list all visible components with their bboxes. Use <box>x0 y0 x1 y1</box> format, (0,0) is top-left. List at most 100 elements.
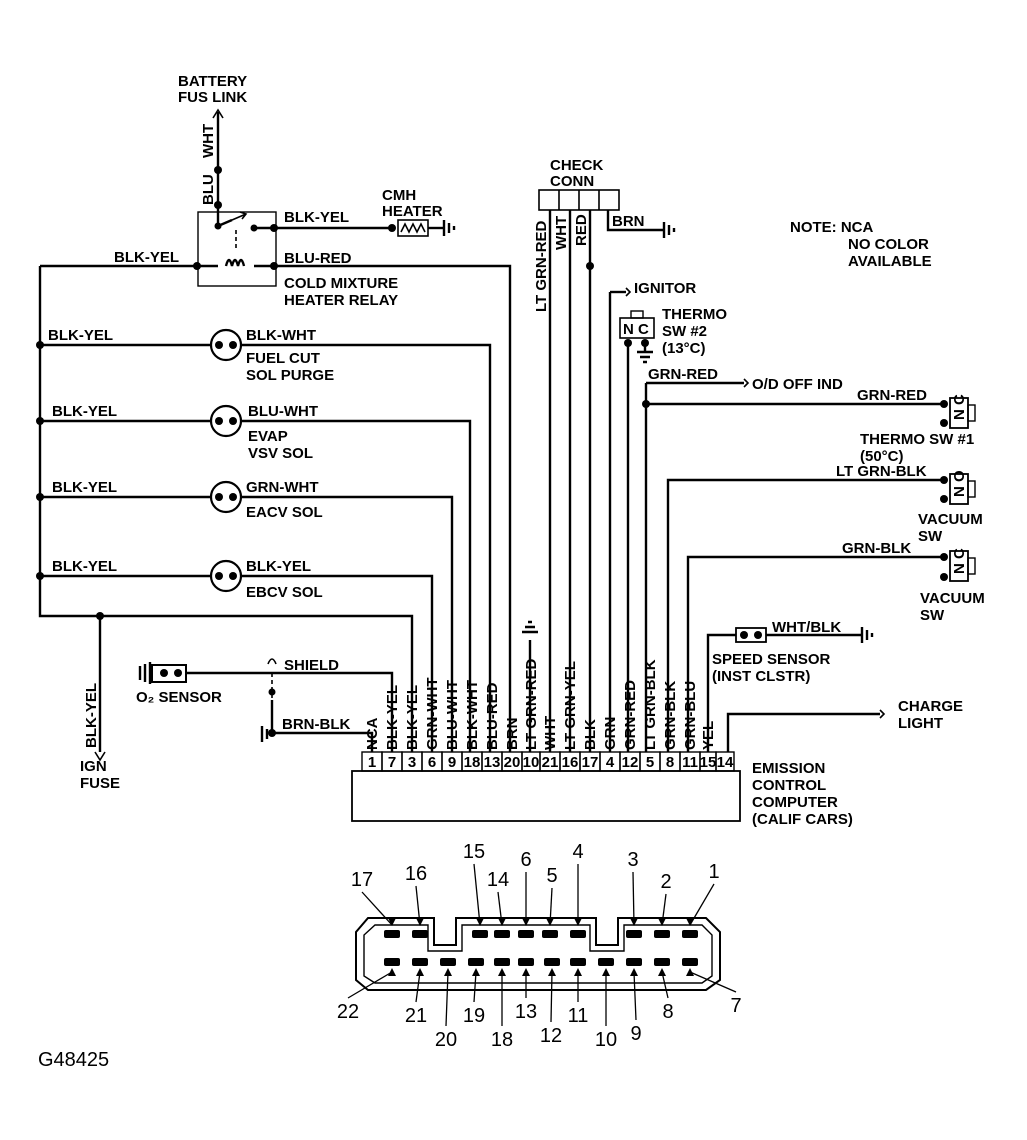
ecu-pin-number: 20 <box>504 754 521 771</box>
ecu-pin-number: 4 <box>606 754 615 771</box>
vacuum-sw-2: GRN-BLK N C VACUUM SW <box>686 540 985 752</box>
o2-sensor-icon <box>138 662 152 684</box>
solenoid-eacv: BLK-YEL GRN-WHT EACV SOL <box>36 479 454 752</box>
blk-yel-bus: BLK-YEL BLK-YEL IGN FUSE <box>38 249 414 792</box>
connector-top-pin-label: 5 <box>546 865 557 887</box>
ign-fuse-label-2: FUSE <box>80 775 120 792</box>
connector-top-pin-label: 6 <box>520 849 531 871</box>
connector-top-pin <box>682 930 698 938</box>
ecu-pin-number: 1 <box>368 754 376 771</box>
ecu-pin-number: 16 <box>562 754 579 771</box>
brn-blk-label: BRN-BLK <box>282 716 350 733</box>
connector-bottom-pin-label: 19 <box>463 1005 485 1027</box>
shield-label: SHIELD <box>284 657 339 674</box>
connector-top-callout-line <box>473 863 481 926</box>
o2-sensor: SHIELD O₂ SENSOR BRN-BLK <box>136 657 394 752</box>
ecu-pin-row: 1NCA7BLK-YEL3BLK-YEL6GRN-WHT9BLU-WHT18BL… <box>361 658 735 772</box>
lt-grn-red-ground-icon <box>522 620 538 634</box>
connector-bottom-callout-arrow <box>498 968 506 976</box>
connector-bottom-pin <box>682 958 698 966</box>
ecu-pin-wire-label: GRN-WHT <box>424 678 441 750</box>
check-conn-label-2: CONN <box>550 173 594 190</box>
solenoid-wire-label: GRN-WHT <box>246 479 318 496</box>
connector-bottom-pin-label: 11 <box>568 1005 589 1027</box>
ecu-pin-number: 10 <box>523 754 540 771</box>
charge-label-1: CHARGE <box>898 698 963 715</box>
ecu-pin-number: 6 <box>428 754 436 771</box>
ecu-pin-wire-label: LT GRN-BLK <box>642 659 659 750</box>
solenoid-name-1: EVAP <box>248 428 288 445</box>
figure-id: G48425 <box>38 1049 109 1071</box>
speed-label-1: SPEED SENSOR <box>712 651 831 668</box>
connector-bottom-callout-line <box>633 971 637 1021</box>
thermo2-label-3: (13°C) <box>662 340 706 357</box>
note-line-1: NOTE: NCA <box>790 219 873 236</box>
connector-bottom-pin-label: 18 <box>491 1029 513 1051</box>
cmh-heater-label-2: HEATER <box>382 203 443 220</box>
ecu-pin-number: 14 <box>717 754 734 771</box>
solenoid-wire-label: BLK-YEL <box>246 558 311 575</box>
battery-label-2: FUS LINK <box>178 89 247 106</box>
check-conn-label-1: CHECK <box>550 157 604 174</box>
solenoid-wire-label: BLK-WHT <box>246 327 316 344</box>
ecu-pin-wire-label: GRN-BLK <box>662 681 679 750</box>
ecu-pin-wire-label: LT GRN-YEL <box>562 661 579 750</box>
connector-top-pin <box>472 930 488 938</box>
wht-blk-label: WHT/BLK <box>772 619 841 636</box>
relay-box <box>197 211 277 287</box>
check-connector: CHECK CONN BRN LT GRN-RED WHT RED <box>522 157 676 752</box>
connector-bottom-callout-arrow <box>574 968 582 976</box>
ecu-pin-number: 9 <box>448 754 456 771</box>
connector-bottom-callout-line <box>661 971 669 999</box>
connector-bottom-pin <box>494 958 510 966</box>
connector-bottom-pin <box>440 958 456 966</box>
connector-bottom-pin <box>570 958 586 966</box>
connector-bottom-callout-arrow <box>658 968 666 976</box>
connector-top-pin-label: 17 <box>351 869 373 891</box>
check-wire-label-1: LT GRN-RED <box>533 220 550 312</box>
connector-bottom-callout-arrow <box>472 968 480 976</box>
ecu-pin-wire-label: GRN <box>602 717 619 750</box>
ecu-pin-number: 11 <box>682 754 698 771</box>
connector-bottom-callout-arrow <box>630 968 638 976</box>
ecu-label-4: (CALIF CARS) <box>752 811 853 828</box>
connector-bottom-pin <box>626 958 642 966</box>
solenoid-fuel-cut: BLK-YEL BLK-WHT FUEL CUT SOL PURGE <box>36 327 492 752</box>
brn-blk-ground-icon <box>260 726 269 742</box>
connector-bottom-callout-arrow <box>686 968 694 976</box>
connector-top-callout-arrow <box>574 918 582 926</box>
blu-label: BLU <box>200 174 217 205</box>
ecu-pin-number: 8 <box>666 754 674 771</box>
ecu-pin-number: 18 <box>464 754 481 771</box>
connector-bottom-pin <box>518 958 534 966</box>
thermo-sw-2: N C THERMO SW #2 (13°C) <box>619 306 727 752</box>
connector-top-pin <box>494 930 510 938</box>
connector-top-callout-arrow <box>388 918 396 926</box>
connector-bottom-pin <box>544 958 560 966</box>
connector-top-pin <box>570 930 586 938</box>
connector-bottom-pin-label: 10 <box>595 1029 617 1051</box>
connector-top-pin <box>384 930 400 938</box>
ecu-pin-wire-label: YEL <box>700 721 717 750</box>
connector-bottom-pin-label: 8 <box>662 1001 673 1023</box>
connector-bottom-callout-arrow <box>548 968 556 976</box>
thermo2-label-1: THERMO <box>662 306 727 323</box>
lt-grn-blk-label: LT GRN-BLK <box>836 463 927 480</box>
vacuum2-nc-label: N C <box>951 548 968 574</box>
ecu-pin-number: 17 <box>582 754 599 771</box>
connector-bottom-pin-label: 12 <box>540 1025 562 1047</box>
check-wire-label-2: WHT <box>553 216 570 250</box>
connector-bottom-callout-line <box>550 971 553 1023</box>
thermo1-label-2: (50°C) <box>860 448 904 465</box>
thermo2-label-2: SW #2 <box>662 323 707 340</box>
connector-top-callout-arrow <box>416 918 424 926</box>
relay-in-wire-label: BLK-YEL <box>114 249 179 266</box>
ecu-pin-wire-label: BLU-RED <box>484 682 501 750</box>
connector-bottom-callout-arrow <box>388 968 396 976</box>
connector-top-callout-arrow <box>522 918 530 926</box>
connector-top-pin <box>654 930 670 938</box>
ecu-pin-wire-label: LT GRN-RED <box>523 658 540 750</box>
